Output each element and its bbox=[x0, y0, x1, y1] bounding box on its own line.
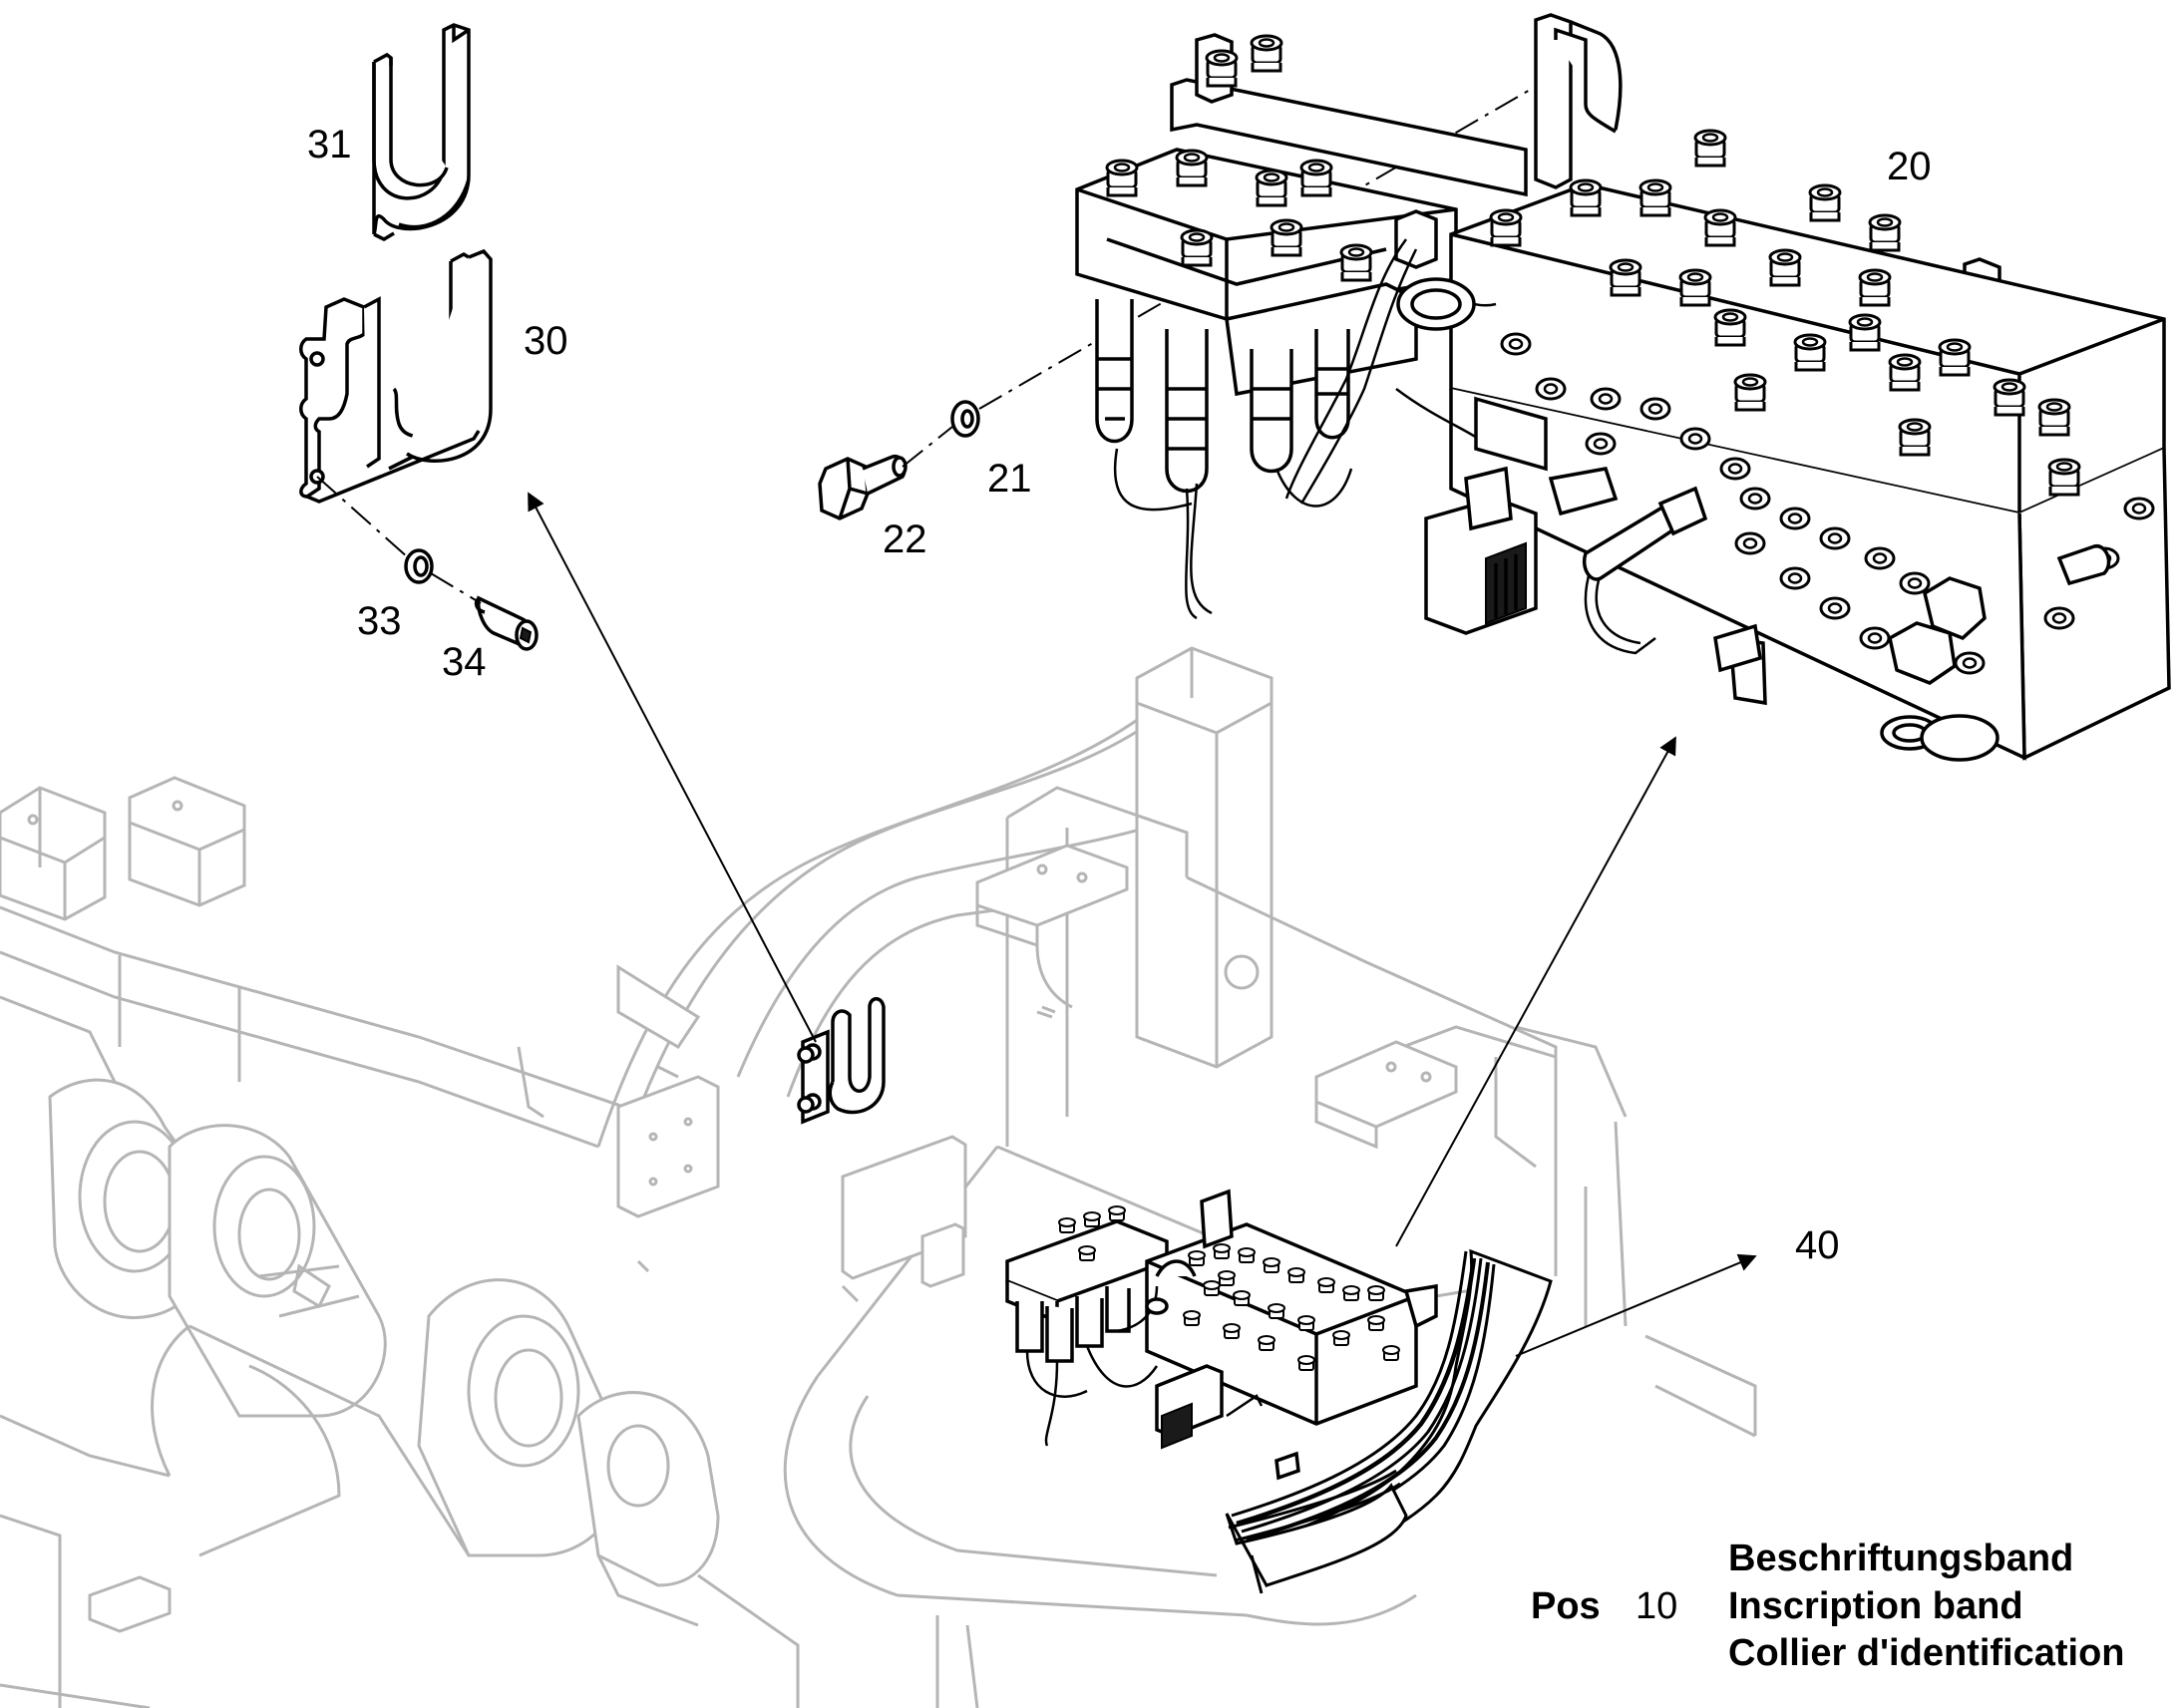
inscription-band-harness bbox=[1225, 1248, 1553, 1594]
callout-20: 20 bbox=[1887, 145, 1932, 188]
callout-22: 22 bbox=[883, 517, 927, 561]
callout-31: 31 bbox=[307, 123, 352, 167]
callout-33: 33 bbox=[357, 599, 402, 643]
installed-valve-block-view bbox=[1005, 1189, 1438, 1481]
legend-line-en: Inscription band bbox=[1728, 1585, 2023, 1627]
installed-bracket-view bbox=[797, 997, 886, 1125]
part-21-washer bbox=[950, 400, 980, 438]
part-30-mounting-plate bbox=[299, 248, 493, 504]
part-34-socket-screw bbox=[474, 595, 539, 651]
part-31-u-clamp bbox=[372, 23, 471, 241]
legend-line-de: Beschriftungsband bbox=[1728, 1537, 2073, 1579]
legend-pos-number: 10 bbox=[1635, 1585, 1677, 1627]
legend-line-fr: Collier d'identification bbox=[1728, 1632, 2125, 1674]
leader-arrows bbox=[528, 492, 1757, 1357]
callout-40: 40 bbox=[1795, 1223, 1840, 1267]
part-33-washer bbox=[404, 548, 434, 584]
machine-frame-ghost bbox=[0, 646, 1757, 1708]
part-22-hex-bolt bbox=[818, 454, 908, 520]
callout-34: 34 bbox=[442, 640, 487, 684]
callout-labels: 20 21 22 30 31 33 34 40 bbox=[307, 123, 1932, 1267]
callout-21: 21 bbox=[987, 457, 1032, 501]
callout-30: 30 bbox=[524, 319, 568, 363]
position-legend: Pos 10 Beschriftungsband Inscription ban… bbox=[1531, 1537, 2125, 1674]
part-20-valve-block bbox=[1075, 13, 2171, 762]
legend-pos-label: Pos bbox=[1531, 1585, 1601, 1627]
